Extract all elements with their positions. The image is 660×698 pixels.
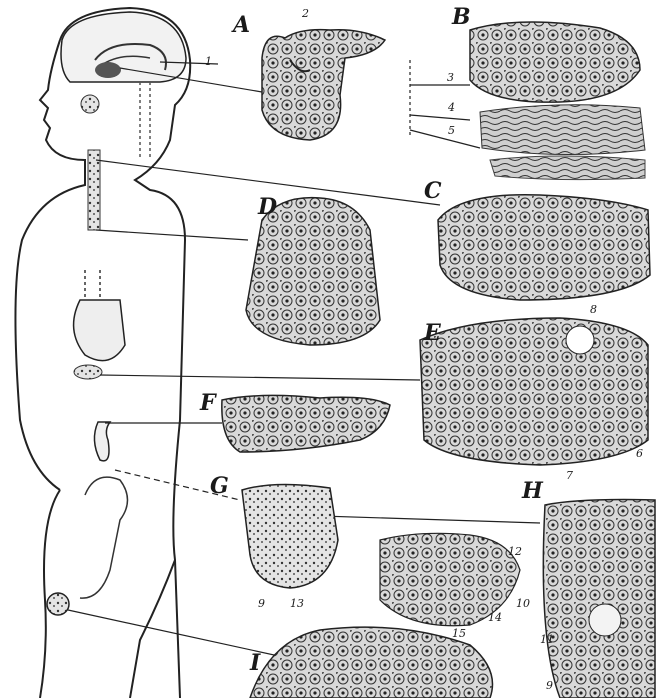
panel-e-pancreas-islets [420, 318, 648, 465]
ear [81, 95, 99, 113]
label-d: D [258, 196, 277, 218]
label-5: 5 [448, 125, 455, 136]
label-12: 12 [508, 546, 522, 557]
label-10: 10 [516, 598, 530, 609]
label-i: I [250, 652, 260, 674]
label-15: 15 [452, 628, 466, 639]
label-8: 8 [590, 304, 597, 315]
label-f: F [200, 392, 216, 414]
label-13: 13 [290, 598, 304, 609]
panel-h-ovum [589, 604, 621, 636]
label-h: H [522, 480, 543, 502]
label-11: 11 [540, 634, 554, 645]
label-6: 6 [636, 448, 643, 459]
label-7: 7 [566, 470, 573, 481]
panel-c-thyroid-section [438, 195, 650, 300]
label-14: 14 [488, 612, 502, 623]
stomach-pancreas [74, 270, 125, 379]
label-1: 1 [205, 56, 212, 67]
panel-g-ovary [242, 484, 338, 588]
panel-b-pituitary-layers [470, 22, 645, 180]
label-9-h: 9 [546, 680, 553, 691]
panel-a-pituitary [262, 30, 385, 140]
pituitary-gland [95, 62, 121, 78]
spinal-column [140, 82, 150, 160]
label-9-g: 9 [258, 598, 265, 609]
label-2: 2 [302, 8, 309, 19]
label-e: E [424, 322, 441, 344]
panel-h-follicle [543, 500, 655, 698]
label-3: 3 [447, 72, 454, 83]
label-4: 4 [448, 102, 455, 113]
brain [61, 12, 186, 82]
label-c: C [424, 180, 442, 202]
thyroid-gland [88, 150, 100, 230]
adrenal-kidney [94, 422, 110, 461]
intestine [80, 477, 128, 598]
label-g: G [210, 475, 229, 497]
panel-f-adrenal [222, 395, 390, 452]
label-b: B [452, 6, 471, 28]
label-a: A [233, 14, 250, 36]
gonad [47, 593, 69, 615]
panel-e-vessel [566, 326, 594, 354]
